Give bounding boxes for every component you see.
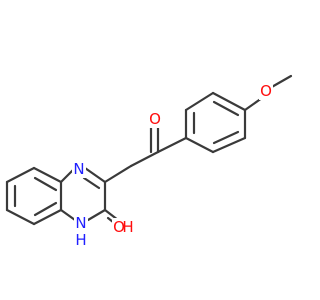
bond-n4-c4a — [59, 168, 75, 184]
bond-benzo-d — [5, 208, 36, 226]
bond-methyl-o — [268, 74, 293, 90]
atom-methoxy-oxygen: O — [259, 82, 273, 100]
ring-nitrogen-top-label: N — [73, 160, 84, 178]
ketone-oxygen-label: O — [149, 110, 161, 128]
bond-benzo-e — [32, 208, 63, 226]
atom-lactam-oxygen: H O — [112, 218, 134, 236]
bond-ring1-f — [211, 91, 247, 112]
atom-ring-nitrogen-nh: N H — [74, 214, 88, 249]
bond-ring1-b-inner — [212, 130, 240, 145]
bond-ring1-b — [211, 136, 247, 154]
bond-c8a-n1 — [59, 208, 77, 222]
bond-carbonyl-ch2 — [129, 150, 160, 168]
structure-diagram: O O N N H H O — [5, 74, 293, 249]
bond-benzo-a-inner — [33, 176, 58, 192]
ring-nitrogen-nh-label: N — [75, 214, 86, 232]
bond-benzo-b — [5, 166, 36, 184]
bond-benzo-e-inner — [33, 201, 58, 217]
bond-ring1-f-inner — [212, 100, 240, 117]
bond-benzo-a — [32, 166, 63, 184]
bond-n1-c2 — [86, 208, 107, 222]
bond-c3-n4 — [83, 166, 107, 184]
bond-ch2-c3 — [103, 164, 133, 184]
molecule-drawing: O O N N H H O — [5, 74, 293, 249]
bond-aryl-carbonyl — [156, 136, 188, 154]
methoxy-oxygen-label: O — [260, 82, 272, 100]
atom-ketone-oxygen: O — [148, 110, 162, 128]
bond-ring1-e — [184, 91, 215, 112]
atom-ring-nitrogen-top: N — [72, 160, 86, 178]
bond-c3-n4-inner — [82, 176, 101, 190]
nh-hydrogen-label: H — [75, 231, 86, 249]
bond-ring1-c — [184, 136, 215, 154]
lactam-oxygen-label: O — [113, 218, 125, 236]
lactam-hydrogen-label: H — [122, 218, 133, 236]
